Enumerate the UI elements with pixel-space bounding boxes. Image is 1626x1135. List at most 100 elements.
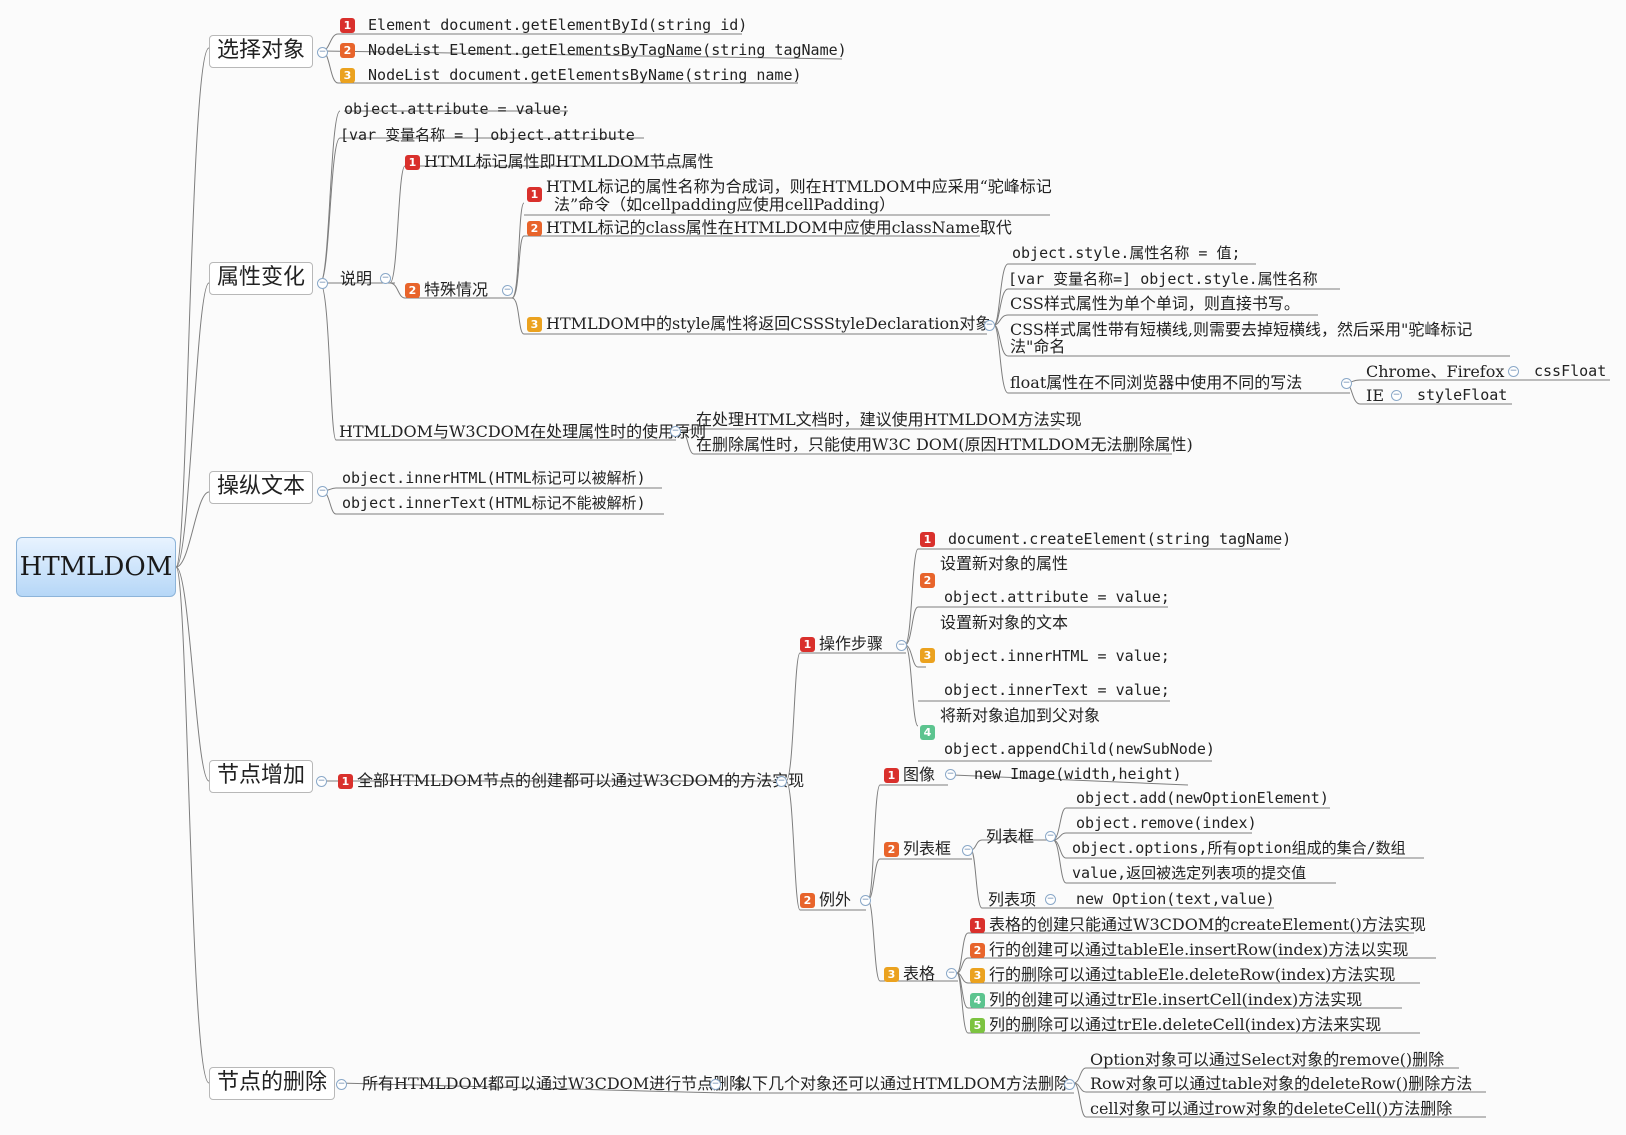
float-ie[interactable]: IE [1366,386,1384,405]
select-item-3-text: NodeList document.getElementsByName(stri… [368,66,802,84]
collapse-toggle-icon[interactable]: − [316,776,327,787]
collapse-toggle-icon[interactable]: − [670,426,681,437]
principle-html-docs[interactable]: 在处理HTML文档时，建议使用HTMLDOM方法实现 [696,410,1082,429]
float-stylefloat[interactable]: styleFloat [1417,386,1508,404]
float-chrome-firefox[interactable]: Chrome、Firefox [1366,362,1505,381]
collapse-toggle-icon[interactable]: − [1341,378,1352,389]
inner-html-item[interactable]: object.innerHTML(HTML标记可以被解析) [342,469,646,487]
priority-1-icon: 1 [970,918,985,933]
image-constructor[interactable]: new Image(width,height) [974,765,1182,783]
collapse-toggle-icon[interactable]: − [317,486,328,497]
delete-cell[interactable]: cell对象可以通过row对象的deleteCell()方法删除 [1090,1099,1453,1118]
select-item-3[interactable]: 3 NodeList document.getElementsByName(st… [340,68,802,83]
listbox-options[interactable]: object.options,所有option组成的集合/数组 [1072,839,1406,857]
step-2-title[interactable]: 设置新对象的属性 [940,554,1069,573]
collapse-toggle-icon[interactable]: − [502,285,513,296]
topic-manipulate-text[interactable]: 操纵文本 [209,471,314,504]
collapse-toggle-icon[interactable]: − [860,895,871,906]
collapse-toggle-icon[interactable]: − [1045,831,1056,842]
priority-3-icon: 3 [920,648,935,663]
priority-2-icon: 2 [340,43,355,58]
collapse-toggle-icon[interactable]: − [380,273,391,284]
collapse-toggle-icon[interactable]: − [962,845,973,856]
listbox-value[interactable]: value,返回被选定列表项的提交值 [1072,864,1307,882]
topic-node-delete[interactable]: 节点的删除 [209,1067,336,1100]
camel-case-line-1: HTML标记的属性名称为合成词，则在HTMLDOM中应采用“驼峰标记 [546,177,1052,196]
priority-2-icon: 2 [920,573,935,588]
step-4-code[interactable]: object.appendChild(newSubNode) [944,740,1215,758]
css-dashed-property[interactable]: CSS样式属性带有短横线,则需要去掉短横线，然后采用"驼峰标记法"命名 [1010,321,1472,355]
table-item-3-text: 行的删除可以通过tableEle.deleteRow(index)方法实现 [989,965,1396,984]
collapse-toggle-icon[interactable]: − [710,1079,721,1090]
collapse-toggle-icon[interactable]: − [776,776,787,787]
inner-text-item[interactable]: object.innerText(HTML标记不能被解析) [342,494,646,512]
list-item-object[interactable]: 列表项 [988,890,1037,909]
step-3-title[interactable]: 设置新对象的文本 [940,613,1069,632]
step-3-inner-text[interactable]: object.innerText = value; [944,681,1170,699]
css-single-word[interactable]: CSS样式属性为单个单词，则直接书写。 [1010,294,1300,313]
select-item-1[interactable]: 1 Element document.getElementById(string… [340,18,747,33]
exception-table-text: 表格 [903,964,936,983]
collapse-toggle-icon[interactable]: − [1391,390,1402,401]
delete-via-w3cdom[interactable]: 所有HTMLDOM都可以通过W3CDOM进行节点删除 [362,1074,746,1093]
classname-note-text: HTML标记的class属性在HTMLDOM中应使用className取代 [546,218,1012,237]
step-4-title[interactable]: 将新对象追加到父对象 [940,706,1101,725]
collapse-toggle-icon[interactable]: − [317,278,328,289]
listbox-object[interactable]: 列表框 [986,827,1035,846]
root-topic[interactable]: HTMLDOM [16,537,176,597]
delete-via-htmldom[interactable]: 以下几个对象还可以通过HTMLDOM方法删除 [736,1074,1070,1093]
delete-row[interactable]: Row对象可以通过table对象的deleteRow()删除方法 [1090,1074,1473,1093]
camel-case-note[interactable]: HTML标记的属性名称为合成词，则在HTMLDOM中应采用“驼峰标记法”命令（如… [546,178,1052,214]
delete-option[interactable]: Option对象可以通过Select对象的remove()删除 [1090,1050,1445,1069]
step-1-create-element[interactable]: 1 document.createElement(string tagName) [920,532,1291,547]
collapse-toggle-icon[interactable]: − [984,320,995,331]
priority-1-icon: 1 [884,768,899,783]
usage-principle[interactable]: HTMLDOM与W3CDOM在处理属性时的使用原则 [339,422,707,441]
topic-exceptions[interactable]: 2 例外 [800,892,851,908]
principle-delete-attr[interactable]: 在删除属性时，只能使用W3C DOM(原因HTMLDOM无法删除属性) [696,435,1193,454]
step-3-inner-html[interactable]: object.innerHTML = value; [944,647,1170,665]
collapse-toggle-icon[interactable]: − [945,769,956,780]
style-note-text: HTMLDOM中的style属性将返回CSSStyleDeclaration对象 [546,314,992,333]
collapse-toggle-icon[interactable]: − [1045,894,1056,905]
collapse-toggle-icon[interactable]: − [946,968,957,979]
collapse-toggle-icon[interactable]: − [1064,1079,1075,1090]
collapse-toggle-icon[interactable]: − [896,640,907,651]
priority-2-icon: 2 [800,893,815,908]
style-set-syntax[interactable]: object.style.属性名称 = 值; [1012,244,1241,262]
attr-set-syntax[interactable]: object.attribute = value; [344,100,570,118]
collapse-toggle-icon[interactable]: − [1508,366,1519,377]
option-constructor[interactable]: new Option(text,value) [1076,890,1275,908]
float-cssfloat[interactable]: cssFloat [1534,362,1607,380]
topic-node-add[interactable]: 节点增加 [209,760,314,793]
attr-get-syntax[interactable]: [var 变量名称 = ] object.attribute [340,126,635,144]
collapse-toggle-icon[interactable]: − [317,47,328,58]
listbox-add[interactable]: object.add(newOptionElement) [1076,789,1329,807]
listbox-remove[interactable]: object.remove(index) [1076,814,1257,832]
topic-select-objects[interactable]: 选择对象 [209,35,314,68]
style-get-syntax[interactable]: [var 变量名称=] object.style.属性名称 [1008,270,1318,288]
topic-explain[interactable]: 说明 [340,269,373,288]
step-2-code[interactable]: object.attribute = value; [944,588,1170,606]
select-item-2[interactable]: 2 NodeList Element.getElementsByTagName(… [340,43,847,58]
exceptions-text: 例外 [819,890,852,909]
table-item-2-text: 行的创建可以通过tableEle.insertRow(index)方法以实现 [989,940,1409,959]
topic-attribute-change[interactable]: 属性变化 [209,262,314,295]
float-property[interactable]: float属性在不同浏览器中使用不同的写法 [1010,373,1303,392]
collapse-toggle-icon[interactable]: − [336,1079,347,1090]
